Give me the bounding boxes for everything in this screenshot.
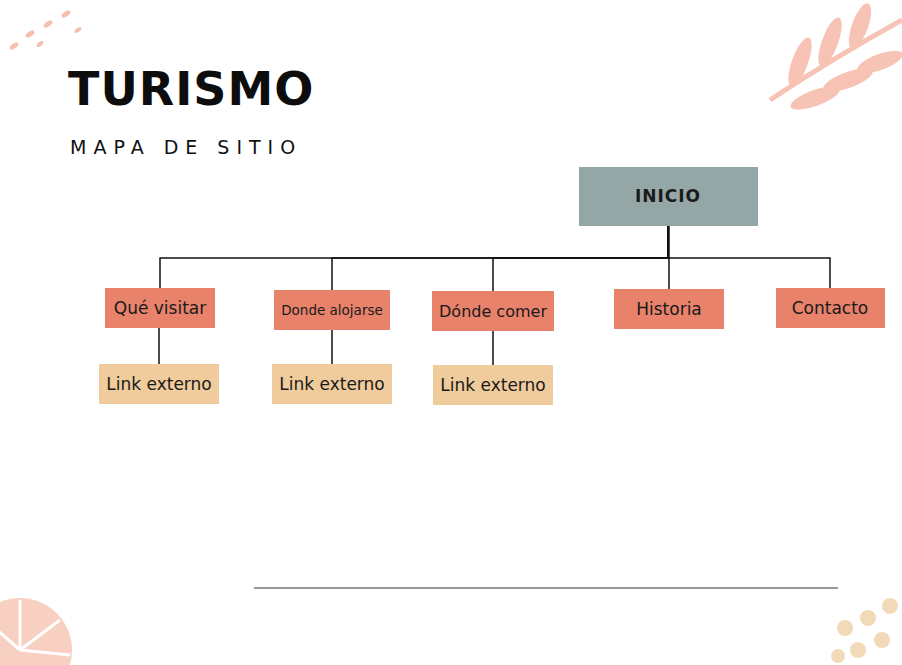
box-label: Donde alojarse — [281, 302, 383, 318]
page-box: Link externo — [99, 364, 219, 404]
dots-bottom-right — [831, 598, 898, 663]
box-label: Dónde comer — [439, 302, 547, 321]
box-label: INICIO — [635, 186, 701, 206]
box-label: Link externo — [279, 374, 384, 394]
tree-connector — [158, 328, 160, 364]
page-box: Link externo — [272, 364, 392, 404]
page-title: TURISMO — [68, 62, 314, 116]
box-label: Link externo — [440, 375, 545, 395]
page-box: Contacto — [776, 288, 885, 328]
page-box: Link externo — [433, 365, 553, 405]
box-label: Historia — [636, 299, 702, 319]
tree-connector — [331, 330, 333, 364]
page-subtitle: MAPA DE SITIO — [70, 136, 302, 158]
box-label: Link externo — [106, 374, 211, 394]
footer-rule — [254, 588, 838, 589]
tree-connector — [332, 226, 668, 291]
page-box: Dónde comer — [432, 291, 554, 331]
flower-bottom-left — [0, 598, 72, 665]
root-box: INICIO — [579, 167, 758, 226]
tree-connector — [160, 226, 668, 289]
tree-connector — [493, 226, 668, 292]
dots-top-left — [8, 9, 82, 51]
tree-connector — [492, 331, 494, 365]
box-label: Contacto — [792, 298, 869, 318]
tree-connector — [668, 226, 830, 289]
leaf-top-right — [770, 1, 902, 115]
box-label: Qué visitar — [114, 298, 206, 318]
page-box: Donde alojarse — [274, 290, 390, 330]
page-box: Qué visitar — [105, 288, 215, 328]
page-box: Historia — [614, 289, 724, 329]
